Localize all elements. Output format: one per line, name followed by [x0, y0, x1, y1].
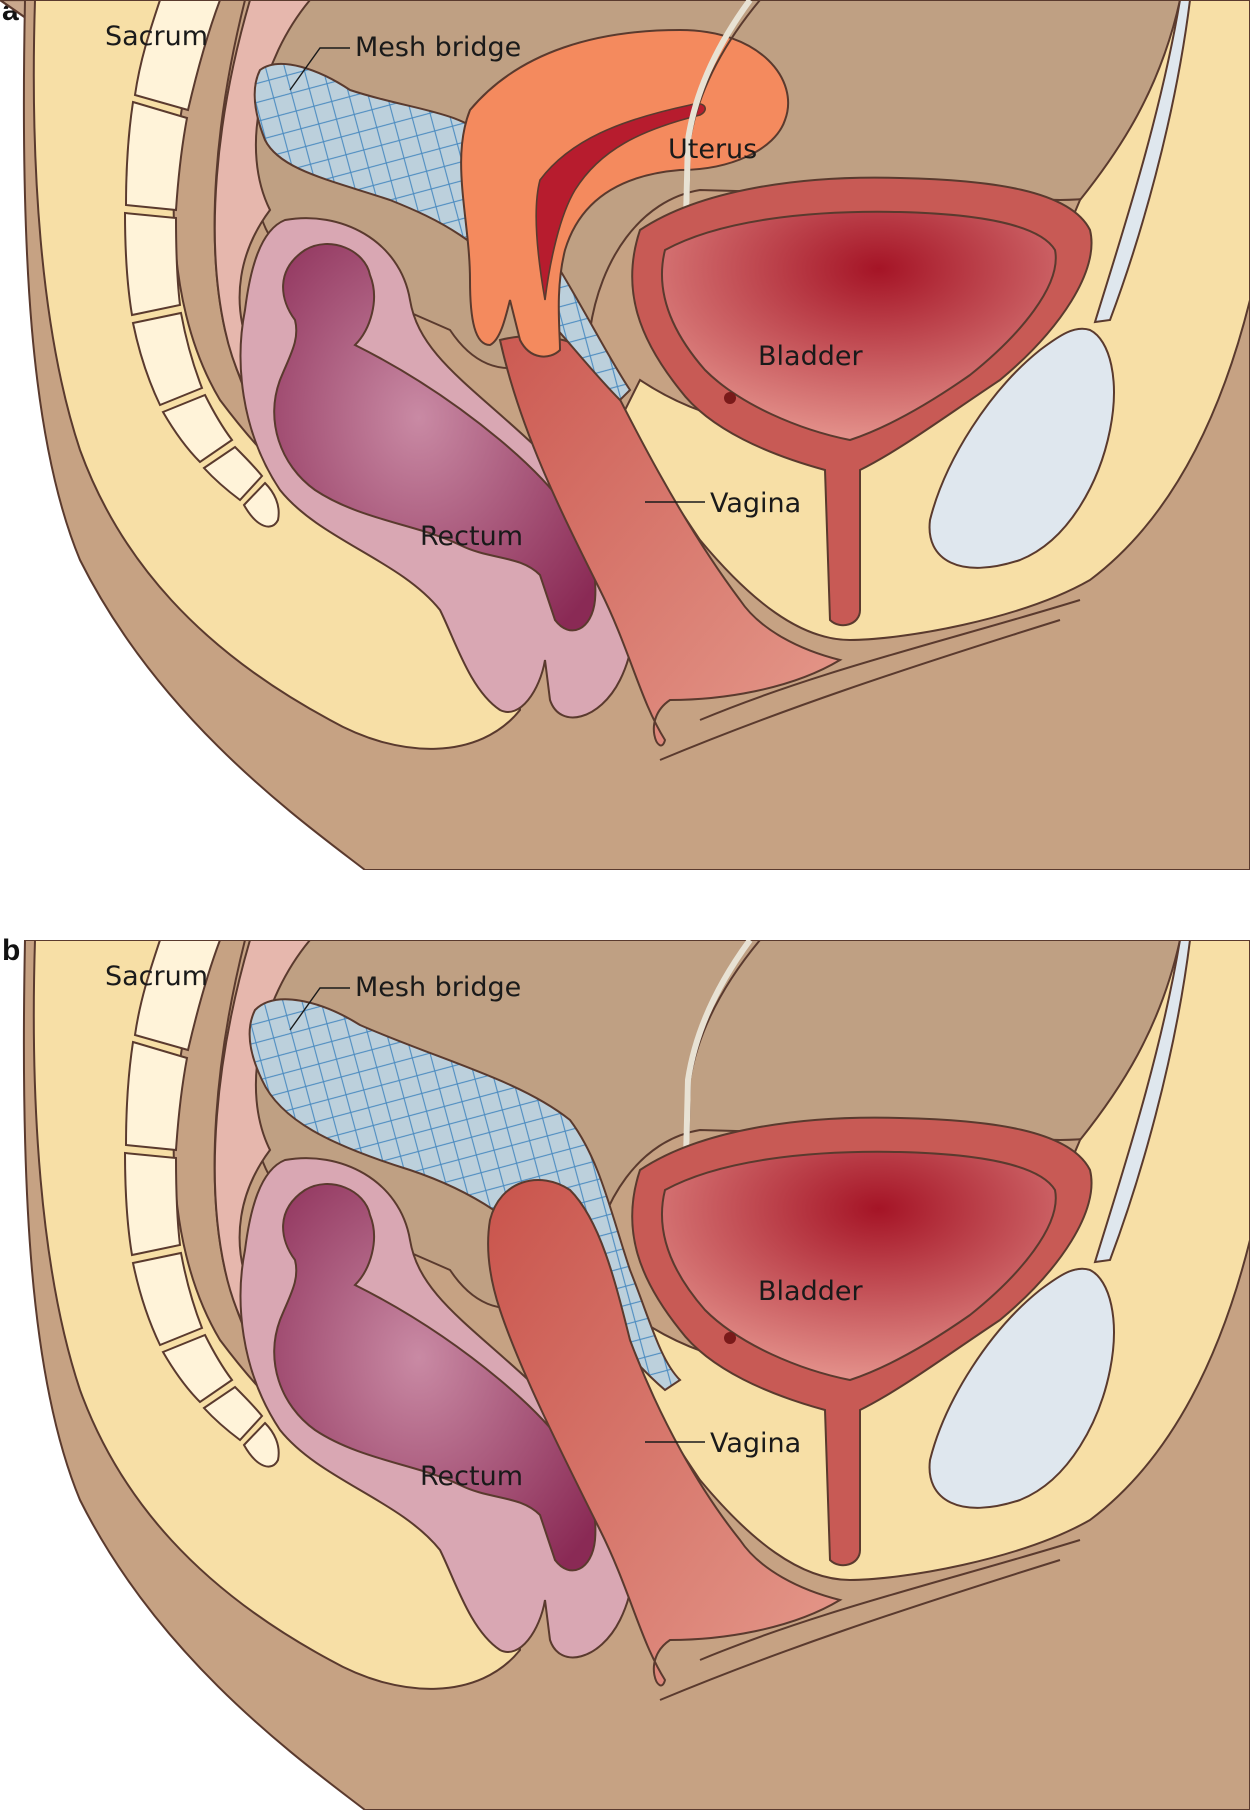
- round-ligament-inner: [683, 940, 753, 1161]
- pubic-ligament: [1093, 0, 1192, 324]
- uterine-cavity: [535, 102, 706, 301]
- label-sacrum: Sacrum: [105, 21, 208, 52]
- pubic-ligament: [1093, 940, 1192, 1264]
- labia-line: [659, 1559, 1061, 1701]
- label-mesh-bridge: Mesh bridge: [355, 972, 521, 1003]
- sacrum-vertebrae: [123, 0, 280, 528]
- leader-mesh: [289, 987, 350, 1031]
- labia-line: [659, 619, 1061, 761]
- round-ligament-inner: [683, 0, 753, 221]
- bladder-lumen: [661, 1150, 1057, 1382]
- panel-letter-b: b: [2, 934, 21, 967]
- anatomy-panel-a: Sacrum Mesh bridge Uterus Bladder Vagina…: [0, 0, 1250, 870]
- ureter-orifice: [724, 392, 736, 404]
- pubic-bone: [928, 1267, 1115, 1509]
- label-bladder: Bladder: [758, 341, 863, 372]
- rectum-lumen: [273, 243, 597, 632]
- sacrum-vertebrae: [123, 940, 280, 1468]
- pubic-bone: [928, 327, 1115, 569]
- label-vagina: Vagina: [710, 1428, 801, 1459]
- label-uterus: Uterus: [668, 134, 757, 165]
- mesh-bridge: [253, 62, 632, 402]
- label-rectum: Rectum: [420, 1461, 523, 1492]
- label-mesh-bridge: Mesh bridge: [355, 32, 521, 63]
- label-sacrum: Sacrum: [105, 961, 208, 992]
- label-bladder: Bladder: [758, 1276, 863, 1307]
- rectum-lumen: [273, 1183, 597, 1572]
- mesh-bridge: [248, 998, 682, 1392]
- perineum-line: [699, 599, 1081, 721]
- label-vagina: Vagina: [710, 488, 801, 519]
- ureter-orifice: [724, 1332, 736, 1344]
- leader-mesh: [289, 47, 350, 91]
- perineum-line: [699, 1539, 1081, 1661]
- label-rectum: Rectum: [420, 521, 523, 552]
- vagina: [498, 335, 843, 747]
- bladder-lumen: [661, 210, 1057, 442]
- anatomy-panel-b: Sacrum Mesh bridge Bladder Vagina Rectum: [22, 940, 1250, 1810]
- vagina: [487, 1179, 843, 1687]
